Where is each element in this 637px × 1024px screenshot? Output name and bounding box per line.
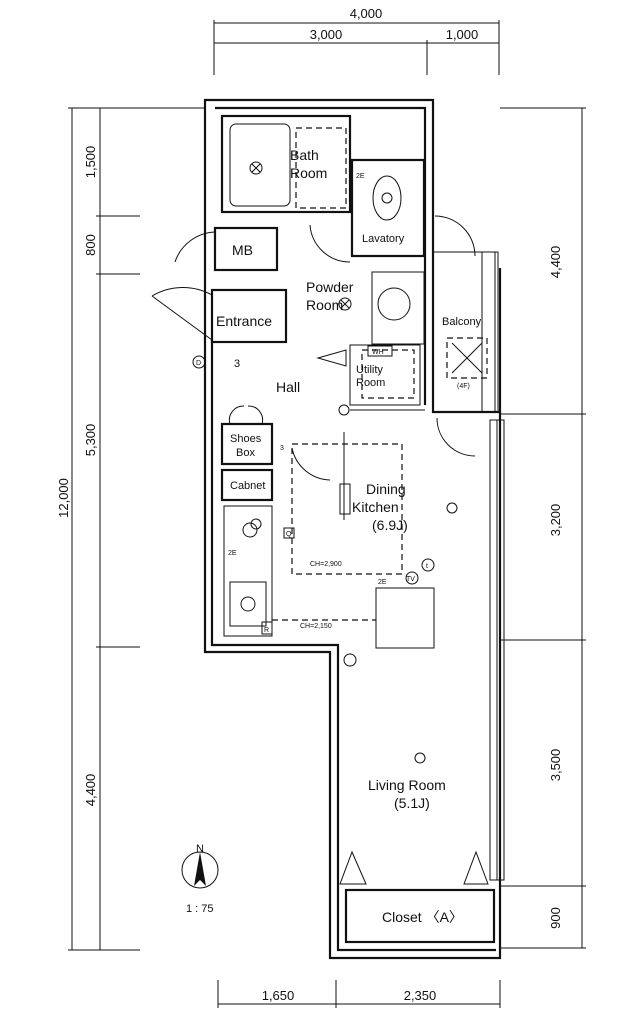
dim-top-left: 3,000 [310,27,343,42]
tv-outlet [405,571,419,585]
dining-outlet-2e: 2E [378,579,387,586]
balcony-hatch [446,337,488,379]
dining-kitchen-label-2: Kitchen [352,499,399,515]
bath-room-label-2: Room [290,165,327,181]
dim-right-4: 900 [548,907,563,929]
dim-top-right: 1,000 [446,27,479,42]
dim-left-4: 4,400 [83,774,98,807]
shoes-box-label-2: Box [236,447,255,459]
entrance-door-leaf [151,295,213,341]
balcony-floor-label: (4F) [457,383,470,390]
cabinet [220,468,274,502]
living-room [339,653,489,885]
mb-closet [213,226,279,272]
shoes-box [220,422,274,466]
door-marker [192,355,206,369]
dining-kitchen [272,432,458,649]
living-room-size: (5.1J) [394,795,430,811]
kitchen-outlet-2e: 2E [228,550,237,557]
powder-room [309,224,425,345]
dim-left-total: 12,000 [56,478,71,518]
dim-left-2: 800 [83,234,98,256]
bath-room-label-1: Bath [290,147,319,163]
entrance-area [210,288,288,344]
powder-room-label-2: Room [306,297,343,313]
mb-label: MB [232,242,253,258]
cabinet-label: Cabnet [230,480,265,492]
dim-left-1: 1,500 [83,146,98,179]
powder-room-label-1: Powder [306,279,354,295]
kitchen-r-label: R [264,627,269,634]
dim-bottom-left: 1,650 [262,988,295,1003]
balcony-door-swing-2 [436,417,476,457]
dimension-lines [68,20,586,1008]
shoes-box-label-1: Shoes [230,433,262,445]
entrance-label: Entrance [216,313,272,329]
shoes-box-doors [228,405,264,425]
hall-outlet [338,404,350,416]
mb-door-swing [174,231,216,263]
scale-label: 1 : 75 [186,903,214,915]
dining-q-label: Q [286,531,292,538]
utility-room-label-1: Utility [356,364,383,376]
closet-label: Closet 〈A〉 [382,909,463,925]
kitchen-ceiling-height: CH=2,150 [300,623,332,630]
dim-top-total: 4,000 [350,6,383,21]
utility-room-label-2: Room [356,377,385,389]
dim-left-3: 5,300 [83,424,98,457]
dining-ceiling-height: CH=2,900 [310,561,342,568]
telephone-outlet [421,558,435,572]
dim-right-1: 4,400 [548,246,563,279]
tv-outlet-label: TV [406,576,415,583]
door-marker-label: D [196,360,201,367]
shoes-box-number: 3 [280,445,284,452]
lavatory-outlet-2e: 2E [356,173,365,180]
north-letter: N [196,843,204,855]
bath-room [220,114,352,214]
telephone-outlet-label: t [426,563,428,570]
hall-label: Hall [276,379,300,395]
balcony-door-swing [434,215,476,257]
closet [344,888,496,944]
dim-right-3: 3,500 [548,749,563,782]
utility-room [316,344,421,406]
wh-label: WH [372,349,384,356]
balcony-label: Balcony [442,316,482,328]
outer-walls [203,98,505,960]
dim-bottom-right: 2,350 [404,988,437,1003]
lavatory-label: Lavatory [362,233,405,245]
kitchen-counter [223,505,273,637]
dining-kitchen-size: (6.9J) [372,517,408,533]
north-arrow-icon [181,851,219,889]
lavatory [350,158,426,258]
entrance-door-swing [151,286,213,297]
living-room-label: Living Room [368,777,446,793]
dining-kitchen-label-1: Dining [366,481,406,497]
entrance-number: 3 [234,358,240,370]
dim-right-2: 3,200 [548,504,563,537]
